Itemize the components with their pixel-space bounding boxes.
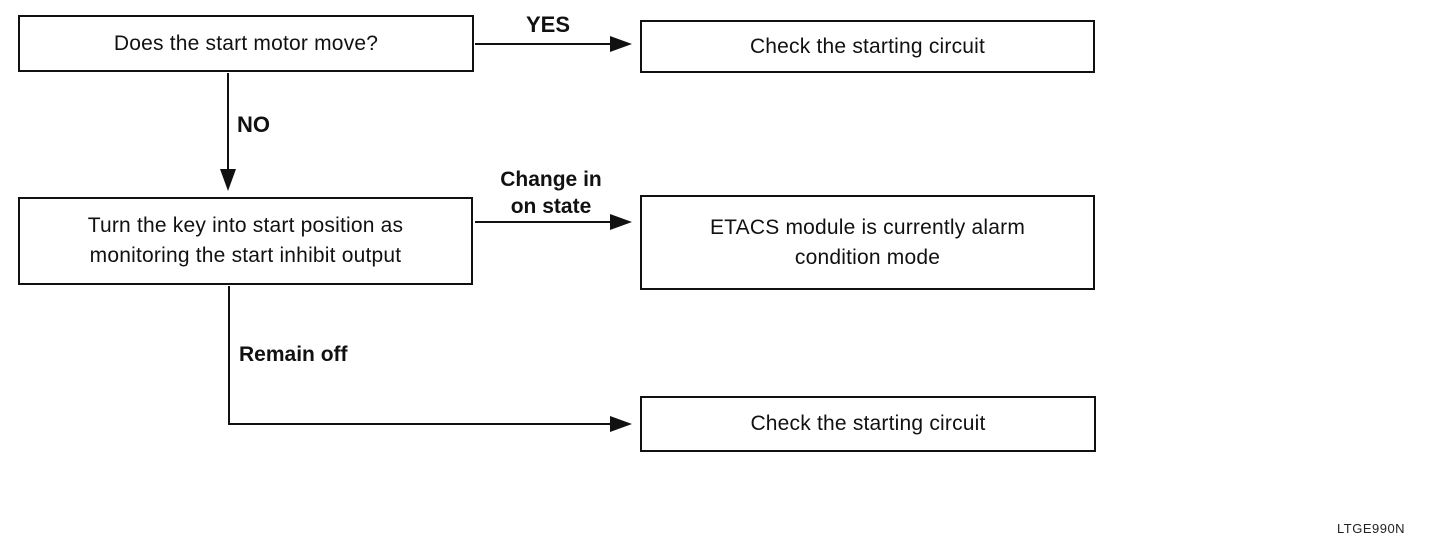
flow-box-text-line2: condition mode [794, 245, 941, 269]
flow-box-etacs-alarm-result: ETACS module is currently alarm conditio… [640, 195, 1095, 290]
flow-box-text-line1: ETACS module is currently alarm [709, 215, 1026, 239]
flow-box-text-line2: monitoring the start inhibit output [89, 244, 402, 267]
flow-box-check-starting-circuit-bottom: Check the starting circuit [640, 396, 1096, 452]
flow-box-turn-key-instruction: Turn the key into start position as moni… [18, 197, 473, 285]
figure-code: LTGE990N [1337, 521, 1406, 536]
edge-label-remain-off: Remain off [239, 343, 348, 366]
flow-box-check-starting-circuit-top: Check the starting circuit [640, 20, 1095, 73]
flow-box-text: Check the starting circuit [749, 34, 986, 58]
edge-label-yes: YES [526, 12, 571, 37]
edge-label-no: NO [237, 112, 270, 137]
edge-label-change-line1: Change in [500, 168, 602, 191]
edge-label-change-in-on-state: Change in on state [478, 166, 624, 220]
edge-label-change-line2: on state [510, 195, 592, 218]
flow-box-text: Does the start motor move? [113, 31, 379, 55]
flow-box-start-motor-question: Does the start motor move? [18, 15, 474, 72]
flow-box-text-line1: Turn the key into start position as [87, 214, 404, 237]
flow-box-text: Check the starting circuit [750, 412, 986, 435]
